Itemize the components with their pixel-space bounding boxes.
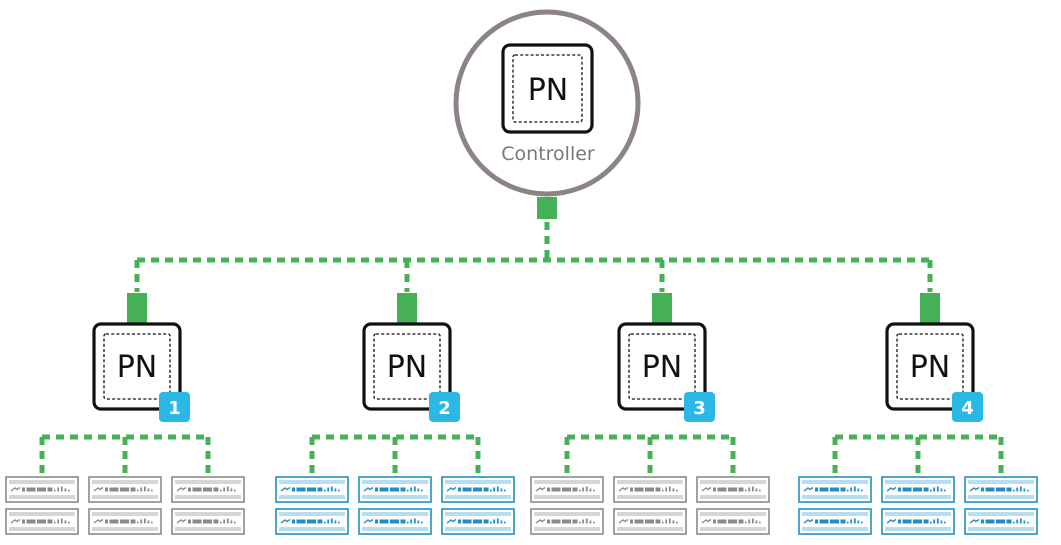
network-switch-icon[interactable] <box>798 508 872 535</box>
network-switch-icon[interactable] <box>88 508 162 535</box>
pn-device-icon <box>362 322 452 411</box>
links <box>39 222 1004 476</box>
device-badge <box>952 392 983 422</box>
controller-caption: Controller <box>501 143 595 165</box>
switches <box>5 476 1038 535</box>
network-switch-icon[interactable] <box>358 508 432 535</box>
controller-label: PN <box>528 73 569 108</box>
device-label: PN <box>387 350 428 385</box>
network-switch-icon[interactable] <box>275 476 349 503</box>
pn-device-icon <box>885 322 975 411</box>
network-switch-icon[interactable] <box>964 508 1038 535</box>
device-node-3[interactable]: PN 3 <box>617 293 715 422</box>
network-switch-icon[interactable] <box>530 476 604 503</box>
network-switch-icon[interactable] <box>88 476 162 503</box>
network-switch-icon[interactable] <box>696 476 770 503</box>
network-switch-icon[interactable] <box>171 508 245 535</box>
network-switch-icon[interactable] <box>964 476 1038 503</box>
network-switch-icon[interactable] <box>613 508 687 535</box>
devices: PN 1 PN 2 PN 3 PN 4 <box>92 293 983 422</box>
controller-connector-icon <box>537 197 557 219</box>
network-switch-icon[interactable] <box>881 476 955 503</box>
device-label: PN <box>642 350 683 385</box>
device-label: PN <box>910 350 951 385</box>
device-node-2[interactable]: PN 2 <box>362 293 460 422</box>
network-connector-icon <box>127 293 147 323</box>
device-badge <box>684 392 715 422</box>
device-badge-number: 1 <box>168 398 181 419</box>
network-switch-icon[interactable] <box>881 508 955 535</box>
network-switch-icon[interactable] <box>5 476 79 503</box>
network-switch-icon[interactable] <box>5 508 79 535</box>
device-badge-number: 3 <box>693 398 706 419</box>
network-connector-icon <box>920 293 940 323</box>
network-connector-icon <box>397 293 417 323</box>
network-connector-icon <box>652 293 672 323</box>
network-switch-icon[interactable] <box>798 476 872 503</box>
network-switch-icon[interactable] <box>275 508 349 535</box>
network-switch-icon[interactable] <box>358 476 432 503</box>
network-switch-icon[interactable] <box>613 476 687 503</box>
device-node-4[interactable]: PN 4 <box>885 293 983 422</box>
pn-device-icon <box>92 322 182 411</box>
controller-device-icon <box>501 43 594 134</box>
network-switch-icon[interactable] <box>696 508 770 535</box>
network-switch-icon[interactable] <box>171 476 245 503</box>
device-badge-number: 2 <box>438 398 451 419</box>
device-label: PN <box>117 350 158 385</box>
network-switch-icon[interactable] <box>530 508 604 535</box>
device-badge <box>159 392 190 422</box>
device-badge <box>429 392 460 422</box>
device-node-1[interactable]: PN 1 <box>92 293 190 422</box>
pn-device-icon <box>617 322 707 411</box>
network-switch-icon[interactable] <box>441 476 515 503</box>
network-switch-icon[interactable] <box>441 508 515 535</box>
device-badge-number: 4 <box>961 398 974 419</box>
controller-node[interactable]: PN Controller <box>453 9 641 197</box>
